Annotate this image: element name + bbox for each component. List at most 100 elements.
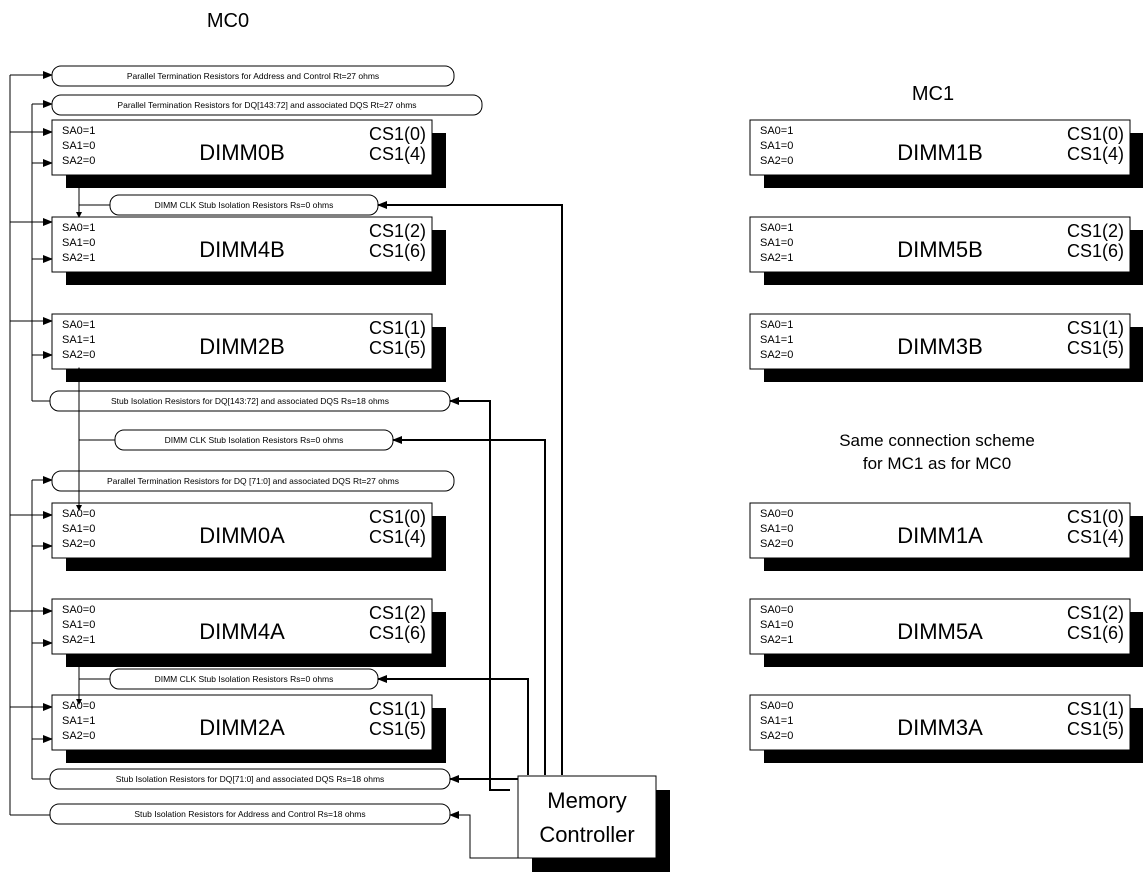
dimm-sa0: SA0=1 [760, 222, 793, 234]
dq-high-bus [31, 100, 53, 402]
address-control-bus [9, 71, 53, 816]
dimm-body [51, 313, 433, 370]
dimm-sa2: SA2=1 [62, 252, 95, 264]
dimm-cs-a: CS1(2) [1067, 603, 1124, 623]
svg-text:Parallel Termination Resistors: Parallel Termination Resistors for Addre… [127, 71, 379, 81]
dimm-sa0: SA0=1 [62, 222, 95, 234]
dimm-cs-b: CS1(6) [1067, 241, 1124, 261]
svg-text:Stub Isolation Resistors for A: Stub Isolation Resistors for Address and… [134, 809, 365, 819]
svg-text:DIMM CLK Stub Isolation Resist: DIMM CLK Stub Isolation Resistors Rs=0 o… [155, 674, 334, 684]
dimm-name: DIMM2A [199, 715, 285, 740]
dimm-cs-b: CS1(6) [1067, 623, 1124, 643]
dimm-cs-b: CS1(5) [1067, 719, 1124, 739]
dimm-sa0: SA0=1 [760, 319, 793, 331]
clk-distribution-lines [76, 181, 115, 705]
dimm-sa0: SA0=1 [760, 125, 793, 137]
dimm-sa2: SA2=0 [760, 538, 793, 550]
svg-text:Parallel Termination Resistors: Parallel Termination Resistors for DQ[14… [117, 100, 416, 110]
resistor-clk-stub-2: DIMM CLK Stub Isolation Resistors Rs=0 o… [114, 429, 394, 451]
dimm-sa2: SA2=0 [62, 538, 95, 550]
dimm-cs-a: CS1(0) [369, 507, 426, 527]
controller-wiring [377, 201, 563, 859]
dimm-sa2: SA2=0 [62, 155, 95, 167]
dimm-sa2: SA2=1 [62, 634, 95, 646]
dimm-name: DIMM3B [897, 334, 983, 359]
svg-text:Parallel Termination Resistors: Parallel Termination Resistors for DQ [7… [107, 476, 399, 486]
dimm-cs-a: CS1(1) [369, 318, 426, 338]
dimm-cs-b: CS1(6) [369, 241, 426, 261]
dimm-name: DIMM5A [897, 619, 983, 644]
mc0-title: MC0 [207, 10, 249, 32]
dimm-sa0: SA0=0 [760, 604, 793, 616]
dimm-cs-b: CS1(4) [369, 527, 426, 547]
dimm-cs-a: CS1(1) [1067, 699, 1124, 719]
dimm-cs-b: CS1(5) [369, 338, 426, 358]
dimm-body [749, 216, 1131, 273]
dimm-cs-a: CS1(1) [1067, 318, 1124, 338]
dimm-sa1: SA1=0 [62, 619, 95, 631]
dimm-body [749, 502, 1131, 559]
dimm-sa1: SA1=0 [760, 619, 793, 631]
dimm-cs-b: CS1(5) [1067, 338, 1124, 358]
dimm-sa0: SA0=0 [62, 700, 95, 712]
dimm-sa2: SA2=0 [760, 730, 793, 742]
dimm-name: DIMM5B [897, 237, 983, 262]
resistor-dq-high-term: Parallel Termination Resistors for DQ[14… [51, 94, 483, 116]
dimm-sa0: SA0=0 [62, 508, 95, 520]
dimm-sa2: SA2=1 [760, 634, 793, 646]
dimm-sa2: SA2=0 [760, 155, 793, 167]
dimm-sa1: SA1=1 [760, 715, 793, 727]
resistor-dq-low-term: Parallel Termination Resistors for DQ [7… [51, 470, 455, 492]
resistor-dq-high-stub: Stub Isolation Resistors for DQ[143:72] … [49, 390, 451, 412]
resistor-addr-stub: Stub Isolation Resistors for Address and… [49, 803, 451, 825]
mc1-title: MC1 [912, 83, 954, 105]
dimm-cs-b: CS1(4) [1067, 527, 1124, 547]
dimm-cs-a: CS1(0) [1067, 124, 1124, 144]
dimm-sa1: SA1=1 [62, 715, 95, 727]
dimm-sa2: SA2=0 [62, 730, 95, 742]
dimm-name: DIMM1A [897, 523, 983, 548]
dimm-sa1: SA1=0 [62, 140, 95, 152]
dimm-body [749, 694, 1131, 751]
dimm-sa0: SA0=1 [62, 125, 95, 137]
dimm-sa0: SA0=0 [62, 604, 95, 616]
dimm-body [749, 119, 1131, 176]
dimm-sa0: SA0=1 [62, 319, 95, 331]
dq-low-bus [31, 476, 53, 780]
dimm-cs-a: CS1(1) [369, 699, 426, 719]
dimm-body [51, 598, 433, 655]
dimm-body [51, 216, 433, 273]
dimm-sa2: SA2=1 [760, 252, 793, 264]
mc1-note-line1: Same connection scheme [839, 431, 1035, 450]
dimm-cs-b: CS1(4) [369, 144, 426, 164]
resistor-dq-low-stub: Stub Isolation Resistors for DQ[71:0] an… [49, 768, 451, 790]
dimm-sa2: SA2=0 [62, 349, 95, 361]
svg-text:Stub Isolation Resistors for D: Stub Isolation Resistors for DQ[143:72] … [111, 396, 389, 406]
dimm-sa1: SA1=0 [62, 523, 95, 535]
mc1-note-line2: for MC1 as for MC0 [863, 454, 1011, 473]
resistor-addr-term: Parallel Termination Resistors for Addre… [51, 65, 455, 87]
dimm-sa0: SA0=0 [760, 700, 793, 712]
dimm-cs-a: CS1(2) [1067, 221, 1124, 241]
dimm-cs-a: CS1(0) [369, 124, 426, 144]
dimm-name: DIMM0B [199, 140, 285, 165]
dimm-sa1: SA1=1 [760, 334, 793, 346]
dimm-name: DIMM1B [897, 140, 983, 165]
dimm-sa1: SA1=0 [760, 140, 793, 152]
dimm-name: DIMM3A [897, 715, 983, 740]
svg-text:Stub Isolation Resistors for D: Stub Isolation Resistors for DQ[71:0] an… [116, 774, 385, 784]
dimm-body [51, 694, 433, 751]
dimm-sa1: SA1=1 [62, 334, 95, 346]
controller-label-line2: Controller [539, 822, 634, 847]
dimm-cs-a: CS1(0) [1067, 507, 1124, 527]
